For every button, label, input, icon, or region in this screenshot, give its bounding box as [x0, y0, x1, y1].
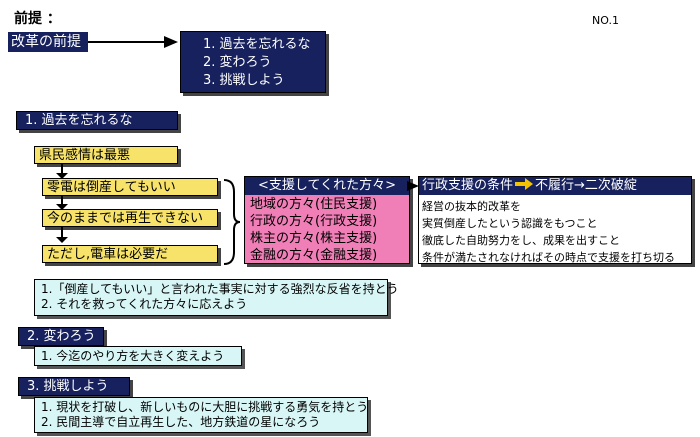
section3-header: 3. 挑戦しよう [18, 377, 130, 396]
condition-item-4: 条件が満たされなければその時点で支援を打ち切る [422, 251, 675, 264]
chain-item-3: 今のままでは再生できない [42, 209, 218, 227]
section3-note-1: 1. 現状を打破し、新しいものに大胆に挑戦する勇気を持とう [41, 400, 369, 414]
section1-note-2: 2. それを救ってくれた方々に応えよう [41, 297, 248, 311]
condition-item-1: 経営の抜本的改革を [422, 200, 521, 213]
conditions-arrow-icon [515, 178, 534, 190]
supporters-title: <支援してくれた方々> [245, 177, 409, 195]
chain-bracket [223, 179, 241, 265]
conditions-title: 行政支援の条件 [422, 178, 514, 193]
section1-notes: 1.「倒産してもいい」と言われた事実に対する強烈な反省を持とう 2. それを救っ… [34, 279, 399, 316]
chain-item-2: 零電は倒産してもいい [42, 178, 218, 196]
section1-note-1: 1.「倒産してもいい」と言われた事実に対する強烈な反省を持とう [41, 282, 399, 296]
section3-notes: 1. 現状を打破し、新しいものに大胆に挑戦する勇気を持とう 2. 民間主導で自立… [34, 397, 368, 433]
conditions-title-bar: 行政支援の条件 不履行→二次破綻 [419, 177, 691, 195]
section2-notes: 1. 今迄のやり方を大きく変えよう [34, 346, 242, 366]
section2-note-1: 1. 今迄のやり方を大きく変えよう [41, 349, 225, 363]
reform-point-3: 3. 挑戦しよう [203, 73, 285, 88]
conditions-box: 行政支援の条件 不履行→二次破綻 経営の抜本的改革を 実質倒産したという認識をもつ… [418, 176, 692, 264]
reform-point-1: 1. 過去を忘れるな [203, 37, 311, 52]
section3-note-2: 2. 民間主導で自立再生した、地方鉄道の星になろう [41, 415, 321, 429]
supporter-item-2: 行政の方々(行政支援) [250, 214, 378, 229]
chain-item-4: ただし,電車は必要だ [42, 245, 218, 263]
condition-item-3: 徹底した自助努力をし、成果を出すこと [422, 234, 620, 247]
chain-arrows [56, 163, 68, 243]
conditions-title-tail: 不履行→二次破綻 [535, 178, 637, 193]
reform-arrow [88, 36, 178, 48]
page-number: NO.1 [592, 14, 619, 27]
supporter-item-3: 株主の方々(株主支援) [250, 231, 378, 246]
section2-header: 2. 変わろう [18, 327, 104, 346]
premise-label: 前提 ： [14, 11, 61, 27]
condition-item-2: 実質倒産したという認識をもつこと [422, 217, 598, 230]
supporter-item-4: 金融の方々(金融支援) [250, 248, 378, 263]
chain-item-1: 県民感情は最悪 [34, 146, 178, 164]
supporters-box: <支援してくれた方々> 地域の方々(住民支援) 行政の方々(行政支援) 株主の方… [244, 176, 410, 264]
supporters-arrow [407, 181, 419, 191]
section1-header: 1. 過去を忘れるな [16, 111, 178, 130]
supporter-item-1: 地域の方々(住民支援) [250, 197, 378, 212]
reform-title: 改革の前提 [8, 32, 88, 52]
reform-points-box: 1. 過去を忘れるな 2. 変わろう 3. 挑戦しよう [180, 31, 326, 93]
reform-point-2: 2. 変わろう [203, 55, 272, 70]
